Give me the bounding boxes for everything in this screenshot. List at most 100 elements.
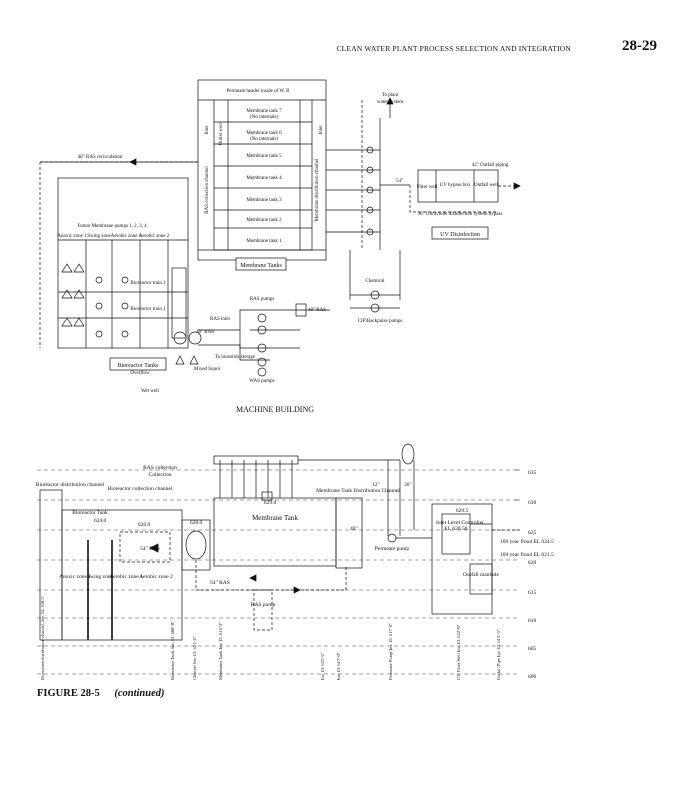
membrane-building-outline — [197, 79, 327, 261]
machine-building-label: MACHINE BUILDING — [236, 405, 314, 414]
permeate-header-label: Permeate header inside of W. B — [226, 89, 290, 94]
elev-635: 635 — [528, 470, 537, 476]
el-624-label: 624.0 — [94, 518, 107, 524]
membrane-tanks-title: Membrane Tanks — [240, 263, 282, 269]
tank-4-label: Membrane tank 4 — [246, 176, 282, 181]
pipe-54-ras-a: 54" RAS — [140, 546, 160, 552]
membrane-tank-labels: Membrane tank 7 (No internals) Membrane … — [246, 109, 282, 244]
invert-label-4: Inv. EL 621'-6" — [320, 652, 325, 680]
page-number: 28-29 — [622, 38, 657, 54]
elev-630: 630 — [528, 500, 537, 506]
outfall-piping-label: 42" Outfall piping — [472, 163, 509, 168]
outlet-weir-label: Outlet weir — [219, 122, 224, 145]
pipe-54-label: 54" — [396, 179, 403, 184]
elev-600: 600 — [528, 674, 537, 680]
tank-6-label: Membrane tank 6 — [246, 131, 282, 136]
running-title: CLEAN WATER PLANT PROCESS SELECTION AND … — [336, 44, 571, 53]
invert-label-0: Bioreactor distribution channel, Inv. EL… — [40, 596, 46, 680]
bioreactor-tanks-outline — [57, 177, 189, 349]
invert-label-3: Membrane Tank Inv. EL 614'-2" — [218, 622, 223, 680]
mixer-symbols — [61, 263, 129, 338]
invert-label-7: UV Filter Well Inv. EL 622'-0" — [456, 624, 461, 680]
swing-zone-label: Swing zone — [87, 234, 111, 239]
uv-filter-structure — [431, 503, 493, 615]
zone-aerobic2: Aerobic zone 2 — [139, 574, 173, 580]
figure-caption: FIGURE 28-5 (continued) — [37, 688, 165, 699]
aerobic-zone2-label: Aerobic zone 2 — [139, 234, 170, 239]
cip-pumps-label: CIP/Backpulse pumps — [358, 319, 403, 324]
uv-bypass-note: 36" Ultraviolet disinfection system bypa… — [418, 212, 503, 217]
ras-collection-label: RAS collection — [143, 465, 177, 471]
bioreactor-coll-label: Bioreactor collection channel — [108, 486, 173, 492]
invert-label-6: Permeate Pump Inv. EL 617'-6" — [388, 623, 393, 680]
hw-note-2: 100 year flood EL 621.5 — [500, 551, 554, 558]
inlet-right-label: Inlet — [319, 125, 324, 135]
membrane-tank-label: Membrane Tank — [252, 514, 298, 522]
pipe-48-label: 48" — [350, 526, 358, 532]
uv-bypass-box-label: UV bypass box — [440, 183, 471, 188]
el-626-label: 626.0 — [138, 522, 151, 528]
el-629-label: 629.0 — [264, 500, 277, 506]
elev-605: 605 — [528, 646, 537, 652]
uv-el-label: EL 628.58 — [444, 526, 467, 532]
permeate-piping — [326, 97, 410, 250]
el-628-label: 628.0 — [190, 520, 203, 526]
invert-label-1: Bioreactor Tank, Inv. EL 608'-0" — [170, 621, 176, 680]
to-plant-label: To plant — [382, 93, 399, 98]
bioreactor-train2-label: Bioreactor train 2 — [130, 281, 166, 286]
tank-2-label: Membrane tank 2 — [246, 218, 282, 223]
ras-channel-label: RAS collection channel — [205, 166, 210, 214]
invert-label-8: Outfall Pipe Inv. EL 615'-5" — [496, 629, 501, 680]
ras-recirc-label: 48" RAS recirculation — [78, 155, 123, 160]
tank-7-note: (No internals) — [250, 115, 278, 120]
aerobic-zone1-label: Aerobic zone 1 — [111, 234, 142, 239]
to-biosolids-label: To biosolids storage — [215, 355, 256, 360]
ras-inlet-label: RAS inlet — [210, 317, 230, 322]
pipe-30-label: 30" — [404, 482, 412, 488]
elev-625: 625 — [528, 530, 537, 536]
tank-5-label: Membrane tank 5 — [246, 154, 282, 159]
wet-well-label: Wet well — [141, 389, 159, 394]
chemical-label: Chemical — [365, 279, 385, 284]
ras-48-right-label: 48" RAS — [308, 308, 326, 313]
ras-48-label: 48" RAS — [196, 330, 214, 335]
anoxic-zone1-label: Anoxic zone 1 — [57, 234, 87, 239]
invert-label-2: Channel Inv. EL 621'-6" — [192, 636, 197, 680]
bioreactor-dist-label: Bioreactor distribution channel — [36, 482, 105, 488]
ras-pump-label: RAS pump — [251, 602, 276, 608]
membrane-dist-label: Membrane distribution channel — [315, 158, 320, 221]
was-pumps-label: WAS pumps — [249, 379, 274, 384]
membrane-tank-section — [213, 497, 337, 567]
tank-3-label: Membrane tank 3 — [246, 198, 282, 203]
weir-elev-label: 629.5 — [456, 508, 469, 514]
invert-label-5: Inv. EL 617'-0" — [336, 652, 341, 680]
permeate-pump-label: Permeate pump — [375, 546, 410, 552]
tank-7-label: Membrane tank 7 — [246, 109, 282, 114]
page-header: CLEAN WATER PLANT PROCESS SELECTION AND … — [0, 38, 689, 58]
membrane-tanks-box: Membrane Tanks — [235, 257, 287, 271]
outfall-manhole-label: Outfall manhole — [463, 571, 499, 578]
figure-number: FIGURE 28-5 — [37, 688, 100, 699]
membrane-dist-channel-label: Membrane Tank Distribution Channel — [316, 488, 400, 494]
outfall-well-label: Outfall well — [474, 183, 499, 188]
tank-6-note: (No internals) — [250, 137, 278, 142]
elev-610: 610 — [528, 618, 537, 624]
elev-615: 615 — [528, 590, 537, 596]
zone-aerobic1: Aerobic zone 1 — [109, 574, 143, 580]
bioreactor-tanks-box: Bioreactor Tanks — [109, 357, 167, 371]
membrane-risers — [213, 455, 299, 498]
collection-label: Collection — [149, 472, 172, 478]
zone-anoxic1: Anoxic zone 1 — [59, 574, 91, 580]
overflow-label: Overflow — [130, 371, 150, 376]
elevation-grid — [37, 469, 520, 675]
pipe-12-label: 12" — [372, 482, 380, 488]
filter-well-label: Filter well — [417, 185, 438, 190]
zone-swing: Swing zone — [87, 574, 113, 580]
tank-1-label: Membrane tank 1 — [246, 239, 282, 244]
ras-pump-symbols — [257, 313, 267, 377]
bioreactor-tanks-title: Bioreactor Tanks — [118, 363, 160, 369]
inlet-left-label: Inlet — [205, 125, 210, 135]
ras-pumps-label: RAS pumps — [250, 297, 274, 302]
figure-note: (continued) — [114, 688, 165, 699]
